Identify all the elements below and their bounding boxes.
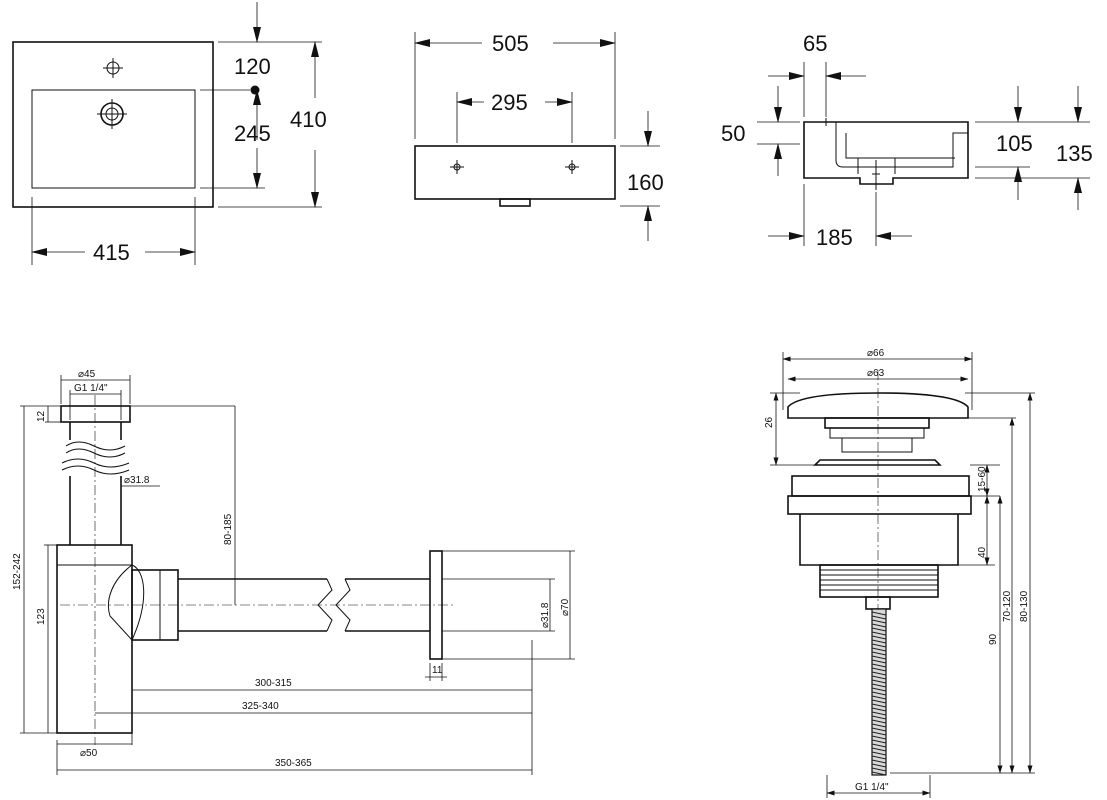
dim-rim-height: 50 xyxy=(721,121,745,146)
trap-pipe-dia: ⌀31.8 xyxy=(124,475,150,486)
bowl-outline xyxy=(31,89,196,189)
trap-length-a: 300-315 xyxy=(255,678,292,689)
trap-length-b: 325-340 xyxy=(242,701,279,712)
bottle-trap-drawing: ⌀45 G1 1/4" 152-242 12 123 ⌀31.8 80-185 … xyxy=(12,369,575,775)
overflow-channel xyxy=(845,133,955,159)
trap-thread: G1 1/4" xyxy=(74,383,108,394)
basin-top-view: 120 245 410 415 xyxy=(12,2,327,265)
dim-rim-offset: 65 xyxy=(803,31,827,56)
waste-cap xyxy=(787,392,969,419)
dim-bowl-depth: 245 xyxy=(234,121,271,146)
waste-body-height: 40 xyxy=(977,546,988,558)
basin-side-section: 65 50 105 135 185 xyxy=(721,31,1093,250)
trap-top-cap xyxy=(60,405,131,423)
dim-tap-span: 295 xyxy=(491,90,528,115)
trap-cap-height: 12 xyxy=(36,410,47,422)
waste-thread-length: 90 xyxy=(988,633,999,645)
front-outline xyxy=(414,145,616,200)
waste-inner-dia: ⌀63 xyxy=(867,368,885,379)
dim-bowl-height: 105 xyxy=(996,131,1033,156)
dim-basin-depth: 410 xyxy=(290,107,327,132)
waste-range-b: 80-130 xyxy=(1019,590,1030,622)
dim-total-height: 135 xyxy=(1056,141,1093,166)
dim-front-height: 160 xyxy=(627,170,664,195)
waste-flange xyxy=(791,475,970,497)
waste-valve-drawing: ⌀66 ⌀63 26 15-60 40 90 70-120 80-130 G1 … xyxy=(764,348,1035,798)
trap-flange-dia: ⌀70 xyxy=(560,598,571,616)
tap-hole-mark xyxy=(103,58,123,78)
waste-body xyxy=(799,514,959,566)
dim-tap-offset: 120 xyxy=(234,54,271,79)
waste-cap-height: 26 xyxy=(764,416,775,428)
dim-front-width: 505 xyxy=(492,31,529,56)
waste-range-a: 70-120 xyxy=(1002,590,1013,622)
side-outline xyxy=(803,121,969,185)
threaded-rod xyxy=(871,608,887,776)
waste-clamp-range: 15-60 xyxy=(977,466,988,492)
bowl-section xyxy=(835,122,968,168)
dim-outlet-offset: 185 xyxy=(816,225,853,250)
waste-stem-top xyxy=(824,417,930,429)
basin-outline xyxy=(12,41,214,208)
drain-hole-mark xyxy=(97,99,127,129)
waste-thread: G1 1/4" xyxy=(855,782,889,793)
trap-body xyxy=(56,544,133,734)
trap-top-dia: ⌀45 xyxy=(78,369,96,380)
trap-elbow xyxy=(108,564,133,641)
trap-upper-pipe xyxy=(69,422,122,440)
trap-body-height: 123 xyxy=(36,608,47,625)
trap-flange-thickness: 11 xyxy=(432,665,443,676)
front-tap-mark-left xyxy=(450,160,464,174)
waste-cap-dia: ⌀66 xyxy=(867,348,885,359)
trap-lower-pipe xyxy=(69,476,122,545)
trap-range-height: 152-242 xyxy=(12,553,23,590)
front-tap-mark-right xyxy=(565,160,579,174)
overflow-dot xyxy=(250,85,260,95)
trap-length-c: 350-365 xyxy=(275,758,312,769)
waste-outlet xyxy=(499,198,531,207)
trap-base-dia: ⌀50 xyxy=(80,748,98,759)
outlet-pipe xyxy=(178,578,327,632)
trap-inlet-height: 80-185 xyxy=(223,513,234,545)
basin-front-view: 505 295 160 xyxy=(414,31,664,241)
trap-outlet-pipe-dia: ⌀31.8 xyxy=(540,602,551,628)
waste-thread xyxy=(819,564,939,598)
dim-basin-width: 415 xyxy=(93,240,130,265)
